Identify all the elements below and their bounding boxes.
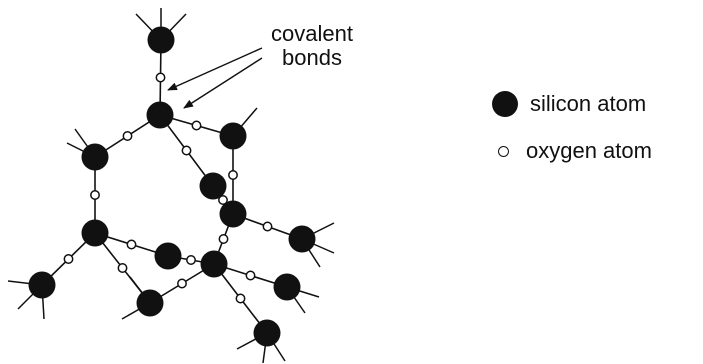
silicon-atom bbox=[28, 271, 56, 299]
covalent-bond-arrow bbox=[167, 47, 263, 91]
covalent-label-line1: covalent bbox=[271, 21, 353, 46]
oxygen-atom bbox=[191, 120, 202, 131]
silicon-atom-icon bbox=[492, 91, 518, 117]
legend-silicon-label: silicon atom bbox=[530, 91, 647, 116]
silicon-atom bbox=[154, 242, 182, 270]
covalent-bonds-label: covalent bonds bbox=[252, 22, 372, 70]
oxygen-atom bbox=[126, 239, 137, 250]
silicon-atom bbox=[81, 219, 109, 247]
silicon-atoms bbox=[28, 26, 316, 347]
legend-silicon: silicon atom bbox=[492, 91, 646, 117]
silicon-atom bbox=[273, 273, 301, 301]
covalent-bond-arrow bbox=[183, 57, 263, 109]
silicon-atom bbox=[146, 101, 174, 129]
oxygen-atom bbox=[122, 131, 133, 141]
silicon-atom bbox=[253, 319, 281, 347]
oxygen-atom bbox=[117, 263, 128, 273]
oxygen-atom bbox=[155, 72, 166, 83]
covalent-label-line2: bonds bbox=[282, 45, 342, 70]
oxygen-atom bbox=[63, 254, 74, 264]
silicon-atom bbox=[81, 143, 109, 171]
oxygen-atom bbox=[90, 190, 100, 200]
oxygen-atom bbox=[177, 278, 187, 289]
bond-lines bbox=[41, 39, 303, 334]
oxygen-atoms bbox=[63, 72, 273, 304]
annotation-arrows bbox=[167, 47, 263, 109]
oxygen-atom bbox=[262, 221, 273, 232]
silicon-atom bbox=[200, 250, 228, 278]
silicon-atom bbox=[199, 172, 227, 200]
oxygen-atom bbox=[235, 293, 246, 304]
oxygen-atom bbox=[218, 195, 228, 205]
silicon-atom bbox=[136, 289, 164, 317]
oxygen-atom bbox=[186, 255, 196, 265]
silicon-atom bbox=[219, 200, 247, 228]
silicon-atom bbox=[288, 225, 316, 253]
oxygen-atom-icon bbox=[498, 145, 509, 157]
legend-oxygen-label: oxygen atom bbox=[526, 138, 652, 163]
legend-oxygen: oxygen atom bbox=[498, 138, 652, 164]
silicon-atom bbox=[219, 122, 247, 150]
oxygen-atom bbox=[228, 170, 238, 180]
oxygen-atom bbox=[245, 270, 256, 281]
oxygen-atom bbox=[218, 234, 229, 244]
oxygen-atom bbox=[181, 145, 192, 156]
silicon-atom bbox=[147, 26, 175, 54]
